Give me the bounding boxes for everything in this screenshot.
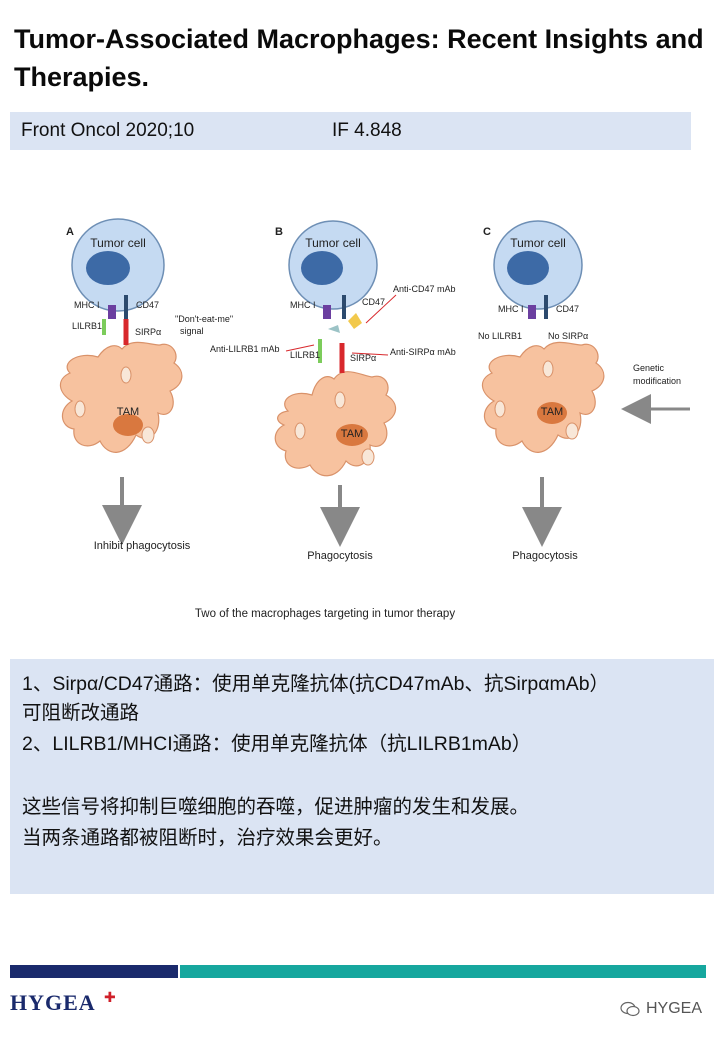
panel-a-cd47-label: CD47 [136, 300, 159, 310]
panel-b-cd47-label: CD47 [362, 297, 385, 307]
panel-c-mhc-label: MHC I [498, 304, 524, 314]
panel-c-no-sirpa-label: No SIRPα [548, 331, 588, 341]
page-title: Tumor-Associated Macrophages: Recent Ins… [14, 24, 704, 92]
panel-a-tam-nucleus [113, 414, 143, 436]
footer-bar-teal [180, 965, 706, 978]
panel-b-tumor-label: Tumor cell [305, 236, 361, 250]
journal-citation: Front Oncol 2020;10 [21, 120, 195, 141]
panel-b-lilrb1-label: LILRB1 [290, 350, 320, 360]
panel-a-sirpa-label: SIRPα [135, 327, 161, 337]
panel-b-sirpa-label: SIRPα [350, 353, 376, 363]
panel-b-macrophage [274, 371, 397, 477]
panel-c-outcome: Phagocytosis [512, 550, 578, 562]
panel-a-mhc-label: MHC I [74, 300, 100, 310]
panel-a-letter: A [66, 226, 74, 238]
impact-factor: IF 4.848 [332, 120, 402, 141]
logo-cross-icon: ✚ [104, 989, 116, 1005]
panel-a-tam-label: TAM [117, 406, 139, 418]
panel-b-mhc-icon [323, 305, 331, 319]
wechat-icon [620, 1001, 640, 1016]
panel-b-outcome: Phagocytosis [307, 550, 373, 562]
hygea-logo: HYGEA [10, 990, 96, 1015]
panel-c: C Tumor cell TAM MHC I CD47 No LILRB1 No… [478, 220, 690, 562]
panel-a-signal-line1: "Don't-eat-me" [175, 314, 233, 324]
panel-c-letter: C [483, 226, 491, 238]
note-line-4: 这些信号将抑制巨噬细胞的吞噬，促进肿瘤的发生和发展。 [22, 796, 530, 818]
note-line-5: 当两条通路都被阻断时，治疗效果会更好。 [22, 827, 393, 849]
note-line-2: 可阻断改通路 [22, 702, 140, 724]
panel-a-macrophage [59, 341, 183, 453]
panel-b-anti-lilrb1-label: Anti-LILRB1 mAb [210, 344, 280, 354]
panel-c-no-lilrb1-label: No LILRB1 [478, 331, 522, 341]
panel-b-tam-label: TAM [341, 428, 363, 440]
panel-b-anti-cd47-icon [348, 313, 362, 329]
panel-a-nucleus [86, 251, 130, 285]
note-line-1: 1、Sirpα/CD47通路：使用单克隆抗体(抗CD47mAb、抗SirpαmA… [22, 673, 610, 695]
notes-box: 1、Sirpα/CD47通路：使用单克隆抗体(抗CD47mAb、抗SirpαmA… [10, 659, 714, 894]
panel-c-tam-label: TAM [541, 406, 563, 418]
panel-c-tam-nucleus [537, 402, 567, 424]
panel-b-anti-cd47-label: Anti-CD47 mAb [393, 284, 456, 294]
panel-b: B Tumor cell TAM MHC I CD47 Anti-CD47 mA… [210, 220, 456, 562]
watermark-text: HYGEA [645, 1000, 702, 1017]
mechanism-figure: A Tumor cell TAM MHC I CD47 LILRB1 SIRPα… [0, 195, 720, 635]
note-line-3: 2、LILRB1/MHCI通路：使用单克隆抗体（抗LILRB1mAb） [22, 733, 532, 755]
panel-b-tam-nucleus [336, 424, 368, 446]
panel-a: A Tumor cell TAM MHC I CD47 LILRB1 SIRPα… [59, 218, 233, 552]
panel-a-mhc-icon [108, 305, 116, 319]
panel-c-genetic-line2: modification [633, 376, 681, 386]
panel-c-macrophage [481, 341, 605, 453]
panel-a-tumor-label: Tumor cell [90, 236, 146, 250]
panel-a-outcome: Inhibit phagocytosis [94, 540, 191, 552]
panel-b-anti-lilrb1-icon [328, 325, 340, 333]
panel-c-tumor-label: Tumor cell [510, 236, 566, 250]
panel-b-nucleus [301, 251, 343, 285]
panel-a-signal-line2: signal [180, 326, 204, 336]
panel-c-nucleus [507, 251, 549, 285]
footer-bar-dark [10, 965, 178, 978]
figure-caption: Two of the macrophages targeting in tumo… [195, 608, 455, 620]
panel-c-cd47-label: CD47 [556, 304, 579, 314]
panel-b-anti-sirpa-label: Anti-SIRPα mAb [390, 347, 456, 357]
panel-c-genetic-line1: Genetic [633, 363, 665, 373]
panel-b-letter: B [275, 226, 283, 238]
panel-b-mhc-label: MHC I [290, 300, 316, 310]
watermark: HYGEA [620, 1000, 702, 1018]
panel-a-lilrb1-label: LILRB1 [72, 321, 102, 331]
citation-bar: Front Oncol 2020;10 IF 4.848 [10, 112, 691, 150]
panel-c-mhc-icon [528, 305, 536, 319]
